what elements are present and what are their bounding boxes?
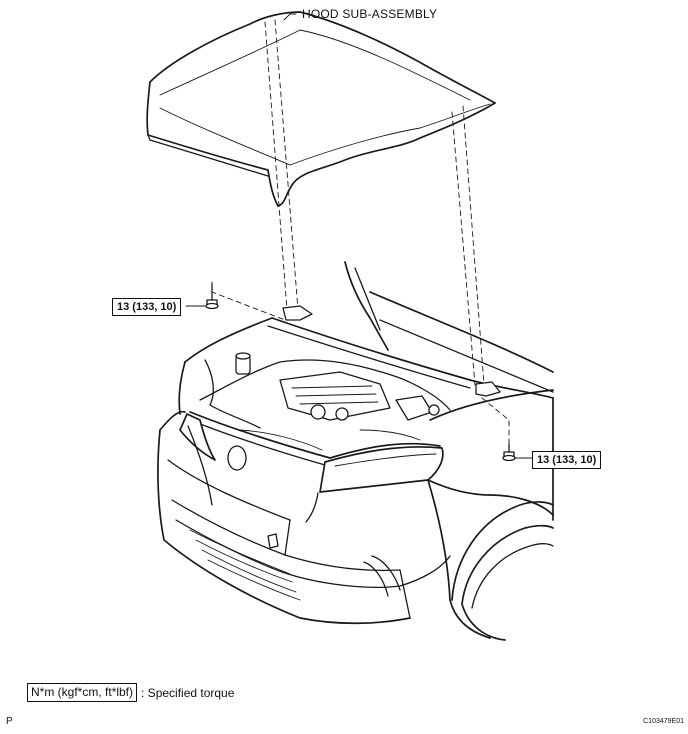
torque-spec-left: 13 (133, 10): [112, 298, 182, 316]
corner-letter: P: [6, 716, 13, 727]
torque-unit-box: N*m (kgf*cm, ft*lbf): [27, 683, 138, 702]
hood-label-leader: [283, 13, 297, 21]
torque-legend: N*m (kgf*cm, ft*lbf) : Specified torque: [27, 683, 234, 702]
bolt-right: [502, 443, 516, 462]
torque-spec-right: 13 (133, 10): [532, 451, 602, 469]
hood-sub-assembly-label: HOOD SUB-ASSEMBLY: [302, 7, 438, 21]
figure-id: C103479E01: [643, 718, 684, 725]
torque-legend-description: : Specified torque: [141, 685, 235, 700]
vehicle-front-drawing: [157, 261, 554, 641]
bolt-left: [205, 283, 219, 310]
hood-sub-assembly-drawing: [146, 11, 496, 207]
